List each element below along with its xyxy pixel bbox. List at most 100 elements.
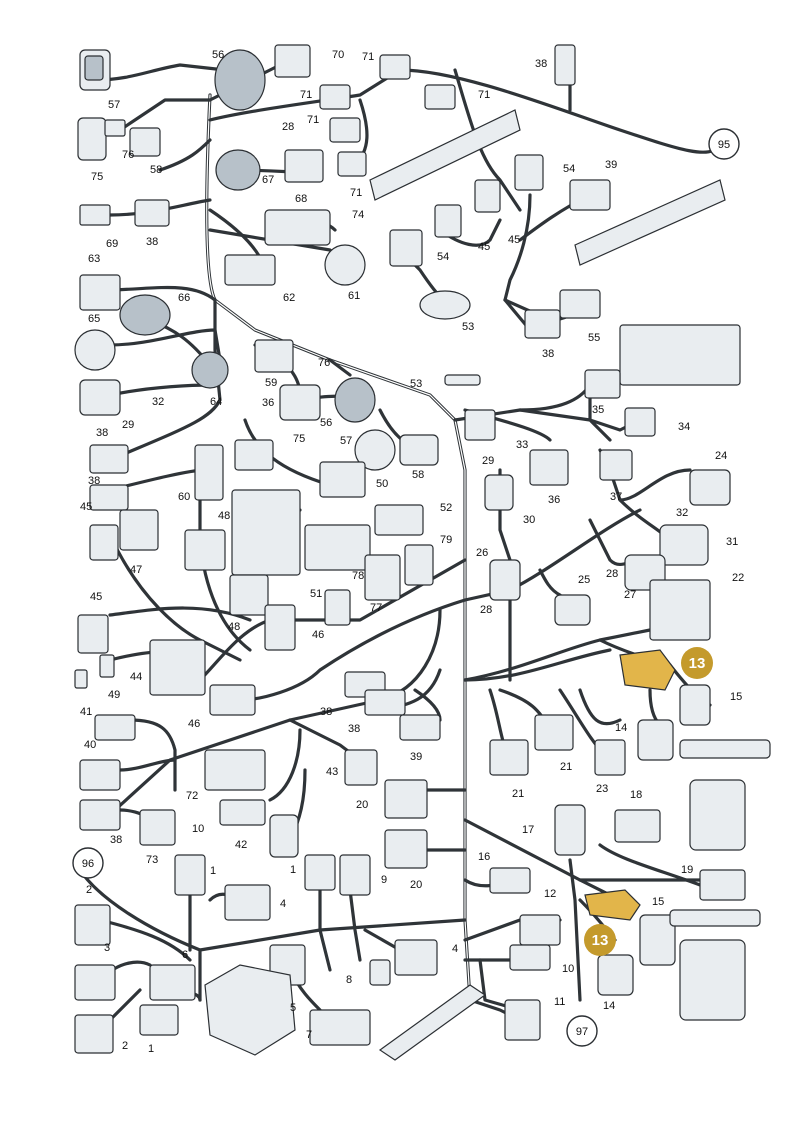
part-label-38: 38 <box>146 236 158 248</box>
part-label-58: 58 <box>412 469 424 481</box>
part-label-67: 67 <box>262 174 274 186</box>
part-label-38: 38 <box>320 706 332 718</box>
part-label-40: 40 <box>84 739 96 751</box>
part-label-43: 43 <box>326 766 338 778</box>
part-label-39: 39 <box>605 159 617 171</box>
part-label-38: 38 <box>110 834 122 846</box>
part-label-12: 12 <box>544 888 556 900</box>
part-label-60: 60 <box>178 491 190 503</box>
part-label-39: 39 <box>410 751 422 763</box>
part-label-28: 28 <box>606 568 618 580</box>
part-label-7: 7 <box>306 1029 312 1041</box>
part-label-63: 63 <box>88 253 100 265</box>
part-label-2: 2 <box>122 1040 128 1052</box>
part-label-46: 46 <box>188 718 200 730</box>
part-label-61: 61 <box>348 290 360 302</box>
part-label-53: 53 <box>462 321 474 333</box>
part-label-1: 1 <box>210 865 216 877</box>
part-label-71: 71 <box>300 89 312 101</box>
part-label-59: 59 <box>265 377 277 389</box>
part-label-48: 48 <box>218 510 230 522</box>
part-label-51: 51 <box>310 588 322 600</box>
part-label-29: 29 <box>482 455 494 467</box>
part-label-56: 56 <box>320 417 332 429</box>
part-label-77: 77 <box>370 602 382 614</box>
part-label-9: 9 <box>381 874 387 886</box>
part-label-69: 69 <box>106 238 118 250</box>
part-label-49: 49 <box>108 689 120 701</box>
highlight-badge <box>584 924 616 956</box>
highlight-label-13: 13 <box>689 655 706 672</box>
part-label-16: 16 <box>478 851 490 863</box>
part-label-17: 17 <box>522 824 534 836</box>
part-label-32: 32 <box>152 396 164 408</box>
part-label-28: 28 <box>480 604 492 616</box>
part-label-27: 27 <box>624 589 636 601</box>
part-label-22: 22 <box>732 572 744 584</box>
part-label-70: 70 <box>332 49 344 61</box>
part-label-23: 23 <box>596 783 608 795</box>
part-label-14: 14 <box>603 1000 615 1012</box>
part-label-71: 71 <box>362 51 374 63</box>
part-label-76: 76 <box>122 149 134 161</box>
part-label-38: 38 <box>96 427 108 439</box>
part-label-8: 8 <box>346 974 352 986</box>
part-label-71: 71 <box>307 114 319 126</box>
connection-ring <box>708 128 740 160</box>
part-label-11: 11 <box>554 996 565 1008</box>
part-label-41: 41 <box>80 706 92 718</box>
part-label-15: 15 <box>652 896 664 908</box>
part-label-76: 76 <box>318 357 330 369</box>
part-label-33: 33 <box>516 439 528 451</box>
part-label-31: 31 <box>726 536 738 548</box>
part-label-45: 45 <box>478 241 490 253</box>
part-label-24: 24 <box>715 450 727 462</box>
part-label-6: 6 <box>182 949 188 961</box>
part-label-73: 73 <box>146 854 158 866</box>
part-label-50: 50 <box>376 478 388 490</box>
part-label-21: 21 <box>560 761 572 773</box>
part-label-74: 74 <box>352 209 364 221</box>
part-label-25: 25 <box>578 574 590 586</box>
part-label-38: 38 <box>535 58 547 70</box>
part-label-1: 1 <box>148 1043 154 1055</box>
part-label-46: 46 <box>312 629 324 641</box>
part-label-62: 62 <box>283 292 295 304</box>
part-label-4: 4 <box>452 943 458 955</box>
highlight-label-13: 13 <box>592 932 609 949</box>
part-label-26: 26 <box>476 547 488 559</box>
part-label-20: 20 <box>356 799 368 811</box>
part-label-35: 35 <box>592 404 604 416</box>
part-label-34: 34 <box>678 421 690 433</box>
part-label-47: 47 <box>130 564 142 576</box>
part-label-2: 2 <box>86 884 92 896</box>
part-label-58: 58 <box>150 164 162 176</box>
part-label-72: 72 <box>186 790 198 802</box>
part-label-52: 52 <box>440 502 452 514</box>
ring-label-96: 96 <box>82 858 94 870</box>
part-label-68: 68 <box>295 193 307 205</box>
ring-label-95: 95 <box>718 139 730 151</box>
highlight-labels: 13 13 <box>584 647 713 956</box>
part-label-79: 79 <box>440 534 452 546</box>
part-label-29: 29 <box>122 419 134 431</box>
part-label-48: 48 <box>228 621 240 633</box>
part-label-4: 4 <box>280 898 286 910</box>
part-label-36: 36 <box>262 397 274 409</box>
connection-ring <box>72 847 104 879</box>
part-label-57: 57 <box>108 99 120 111</box>
part-label-38: 38 <box>88 475 100 487</box>
part-label-54: 54 <box>437 251 449 263</box>
part-label-56: 56 <box>212 49 224 61</box>
part-label-30: 30 <box>523 514 535 526</box>
part-label-10: 10 <box>562 963 574 975</box>
part-label-3: 3 <box>104 942 110 954</box>
part-label-55: 55 <box>588 332 600 344</box>
part-label-21: 21 <box>512 788 524 800</box>
ring-label-97: 97 <box>576 1026 588 1038</box>
part-label-28: 28 <box>282 121 294 133</box>
highlight-badge <box>681 647 713 679</box>
part-label-18: 18 <box>630 789 642 801</box>
